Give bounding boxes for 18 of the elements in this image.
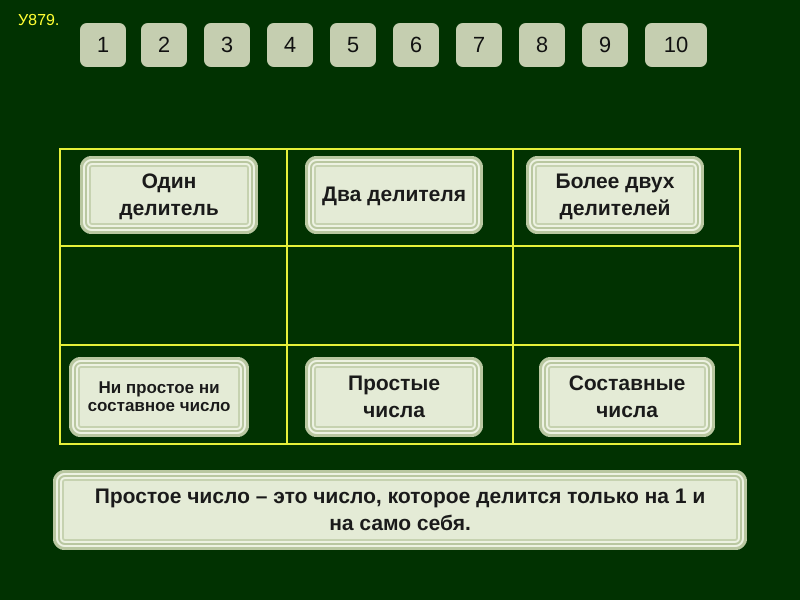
number-tile: 4 (267, 23, 313, 67)
term-card: Ни простое ни составное число (69, 357, 249, 437)
slide-number: У879. (18, 12, 60, 30)
number-tile: 9 (582, 23, 628, 67)
term-card: Более двух делителей (526, 156, 704, 234)
number-tile: 8 (519, 23, 565, 67)
number-tile: 2 (141, 23, 187, 67)
number-tile: 5 (330, 23, 376, 67)
number-tile: 7 (456, 23, 502, 67)
term-card: Один делитель (80, 156, 258, 234)
number-tile: 1 (80, 23, 126, 67)
term-card: Два делителя (305, 156, 483, 234)
number-tile: 3 (204, 23, 250, 67)
term-card: Простые числа (305, 357, 483, 437)
definition-card: Простое число – это число, которое делится только на 1 и на само себя. (53, 470, 747, 550)
term-card: Составные числа (539, 357, 715, 437)
number-tile: 10 (645, 23, 707, 67)
number-tile: 6 (393, 23, 439, 67)
